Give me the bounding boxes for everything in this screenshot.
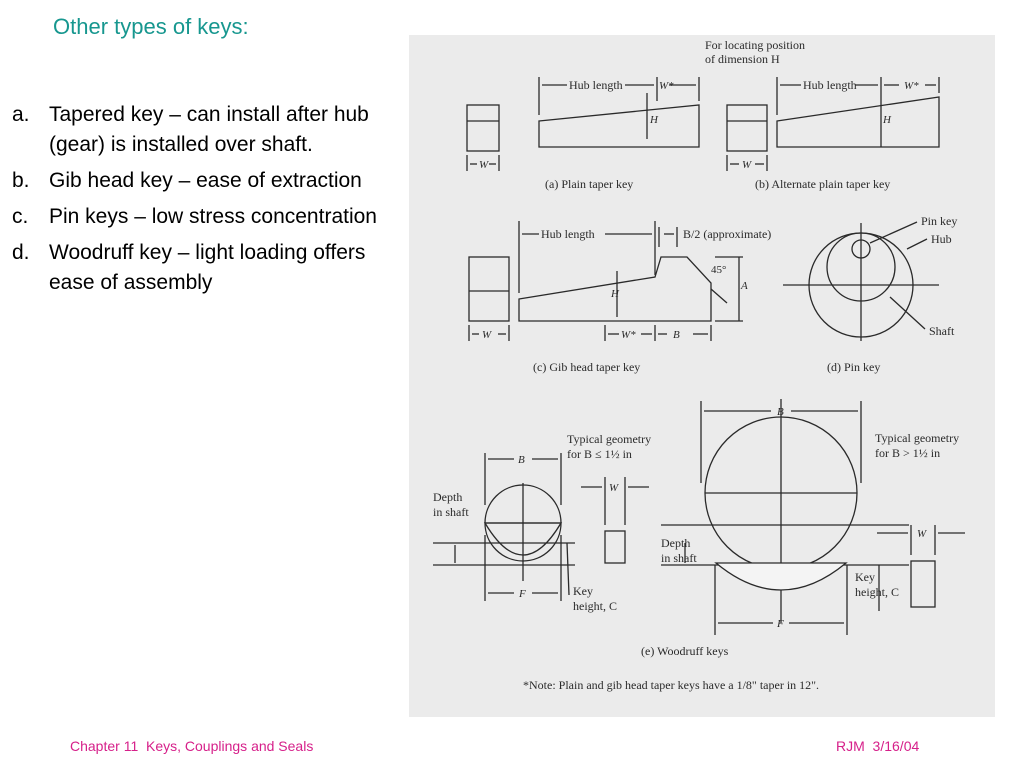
typical-geometry-label: Typical geometry <box>875 431 959 445</box>
caption-b: (b) Alternate plain taper key <box>755 177 890 191</box>
b-label: B <box>777 406 784 418</box>
woodruff-large-side <box>910 560 936 608</box>
bullet-text: Tapered key – can install after hub (gea… <box>49 103 369 156</box>
keys-diagram-figure: For locating position of dimension H Hub… <box>409 35 995 717</box>
typical-geometry-label: Typical geometry <box>567 432 651 446</box>
b-half-label: B/2 (approximate) <box>683 227 771 241</box>
w-label: W <box>479 159 489 171</box>
woodruff-small-key <box>483 522 563 556</box>
caption-a: (a) Plain taper key <box>545 177 633 191</box>
f-label: F <box>518 588 526 600</box>
key-height-label: height, C <box>855 585 899 599</box>
bullet-marker: c. <box>12 205 29 228</box>
in-shaft-label: in shaft <box>661 551 697 565</box>
list-item: a. Tapered key – can install after hub (g… <box>12 100 402 160</box>
h-label: H <box>882 114 892 126</box>
list-item: c. Pin keys – low stress concentration <box>12 202 402 232</box>
footer-chapter: Chapter 11 Keys, Couplings and Seals <box>70 738 314 754</box>
small-geometry-condition: for B ≤ 1½ in <box>567 447 632 461</box>
woodruff-large-key <box>714 562 848 591</box>
locating-note-line2: of dimension H <box>705 52 780 66</box>
taper-note: *Note: Plain and gib head taper keys hav… <box>523 678 819 692</box>
caption-c: (c) Gib head taper key <box>533 360 640 374</box>
b-label: B <box>673 329 680 341</box>
key-label: Key <box>855 570 875 584</box>
list-item: b. Gib head key – ease of extraction <box>12 166 402 196</box>
key-types-list: a. Tapered key – can install after hub (g… <box>12 100 402 304</box>
f-label: F <box>776 618 784 630</box>
key-end-view-b <box>726 104 768 152</box>
keys-diagram: For locating position of dimension H Hub… <box>433 38 965 692</box>
locating-note-line1: For locating position <box>705 38 805 52</box>
w-label: W <box>482 329 492 341</box>
bullet-text: Gib head key – ease of extraction <box>49 169 362 192</box>
svg-text:of dimension H: of dimension H <box>705 52 780 66</box>
w-label: W <box>742 159 752 171</box>
alternate-taper-key <box>776 96 940 148</box>
key-end-view-c <box>468 256 510 322</box>
bullet-marker: b. <box>12 169 30 192</box>
h-label: H <box>610 288 620 300</box>
bullet-text: Woodruff key – light loading offers ease… <box>49 241 366 294</box>
w-label: W <box>917 528 927 540</box>
pin-key-label: Pin key <box>921 214 957 228</box>
hub-length-label: Hub length <box>569 78 623 92</box>
hub-length-label: Hub length <box>541 227 595 241</box>
plain-taper-key <box>538 104 700 148</box>
key-height-label: height, C <box>573 599 617 613</box>
list-item: d. Woodruff key – light loading offers ea… <box>12 238 402 298</box>
a-label: A <box>740 280 748 292</box>
w-star-label: W* <box>659 80 674 92</box>
caption-e: (e) Woodruff keys <box>641 644 729 658</box>
slide-title: Other types of keys: <box>53 14 249 39</box>
w-star-label: W* <box>621 329 636 341</box>
angle-label: 45° <box>711 264 726 276</box>
svg-text:For locating position: For locating position <box>705 38 805 52</box>
h-label: H <box>649 114 659 126</box>
hub-label: Hub <box>931 232 952 246</box>
bullet-marker: d. <box>12 241 30 264</box>
key-end-view-a <box>466 104 500 152</box>
large-geometry-condition: for B > 1½ in <box>875 446 940 460</box>
key-label: Key <box>573 584 593 598</box>
caption-d: (d) Pin key <box>827 360 880 374</box>
b-label: B <box>518 454 525 466</box>
depth-label: Depth <box>433 490 462 504</box>
footer-author-date: RJM 3/16/04 <box>836 738 920 754</box>
gib-head-key <box>518 256 712 322</box>
w-star-label: W* <box>904 80 919 92</box>
in-shaft-label: in shaft <box>433 505 469 519</box>
depth-label: Depth <box>661 536 690 550</box>
bullet-marker: a. <box>12 103 30 126</box>
shaft-label: Shaft <box>929 324 955 338</box>
woodruff-small-side <box>604 530 626 564</box>
w-label: W <box>609 482 619 494</box>
hub-length-label: Hub length <box>803 78 857 92</box>
bullet-text: Pin keys – low stress concentration <box>49 205 377 228</box>
